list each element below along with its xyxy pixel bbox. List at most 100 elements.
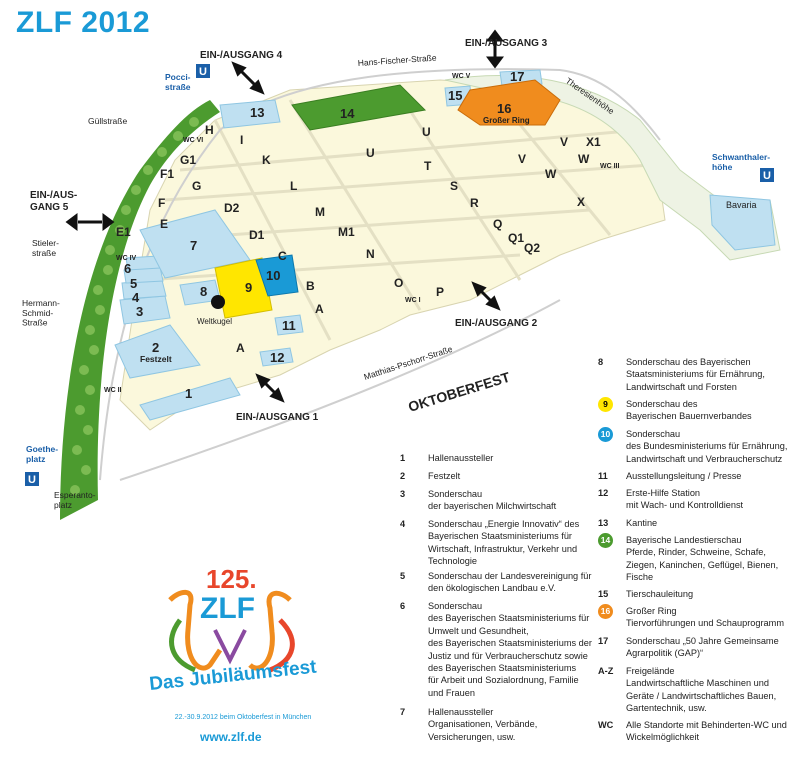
hall-14[interactable] xyxy=(291,84,427,131)
hall-15-number: 15 xyxy=(448,88,462,103)
legend-text: Sonderschau der Landesvereinigung für de… xyxy=(428,571,592,594)
legend-text: Großer Ring Tiervorführungen und Schaupr… xyxy=(626,606,784,629)
hall-3-number: 3 xyxy=(136,304,143,319)
legend-key: 8 xyxy=(598,357,604,367)
legend-key: A-Z xyxy=(598,666,614,676)
oktoberfest-label: OKTOBERFEST xyxy=(406,369,512,415)
legend-key: WC xyxy=(598,720,614,730)
logo-stroke-green xyxy=(169,618,197,673)
hall-16[interactable] xyxy=(457,79,561,126)
halls-group xyxy=(114,69,543,421)
legend-circle-9: 9 xyxy=(598,397,613,412)
area-R: R xyxy=(470,196,479,210)
entrance-3-label: EIN-/AUSGANG 3 xyxy=(465,38,548,49)
area-G1: G1 xyxy=(180,153,196,167)
legend-key: 6 xyxy=(400,601,406,611)
area-T: T xyxy=(424,159,432,173)
weltkugel-label: Weltkugel xyxy=(197,317,232,326)
area-C: C xyxy=(278,249,287,263)
hall-1-number: 1 xyxy=(185,386,192,401)
logo-name: ZLF xyxy=(200,592,255,625)
legend-text: Tierschauleitung xyxy=(626,589,694,599)
legend-text: Erste-Hilfe Station mit Wach- und Kontro… xyxy=(626,488,744,511)
legend-text: Sonderschau des Bayerischen Staatsminist… xyxy=(428,601,592,698)
street-hans-fischer: Hans-Fischer-Straße xyxy=(357,52,437,67)
area-X: X xyxy=(577,195,585,209)
ubahn-goetheplatz: U xyxy=(25,472,39,486)
hall-13[interactable] xyxy=(219,99,281,129)
area-E: E xyxy=(160,217,168,231)
hall-1[interactable] xyxy=(139,377,241,421)
ubahn-icon: U xyxy=(28,474,36,486)
entrance-5-label-b: GANG 5 xyxy=(30,202,69,213)
legend-circle-10: 10 xyxy=(598,427,613,442)
ubahn-icon: U xyxy=(199,66,207,78)
area-V-2: V xyxy=(560,135,568,149)
page-title: ZLF 2012 xyxy=(16,6,151,39)
area-letters: A A B C D1 D2 F E E1 F1 G G1 H I K L M M… xyxy=(116,123,601,355)
entrance-arrows xyxy=(65,29,504,403)
street-hermann-schmid: Hermann-Schmid-Straße xyxy=(22,298,60,328)
logo-cow-head-left xyxy=(168,589,223,671)
ubahn-icon: U xyxy=(763,170,771,182)
area-U-2: U xyxy=(422,125,431,139)
area-I: I xyxy=(240,133,243,147)
tree-belt xyxy=(60,100,220,520)
area-M1: M1 xyxy=(338,225,355,239)
area-D1: D1 xyxy=(249,228,265,242)
area-V: V xyxy=(518,152,526,166)
wc-i: WC I xyxy=(405,297,421,304)
legend-key: 4 xyxy=(400,519,406,529)
entrance-1-label: EIN-/AUSGANG 1 xyxy=(236,412,319,423)
hall-2[interactable] xyxy=(114,324,201,379)
bavaria-area xyxy=(709,194,776,251)
area-X1: X1 xyxy=(586,135,601,149)
street-guellstrasse: Güllstraße xyxy=(88,116,127,126)
area-Q: Q xyxy=(493,217,502,231)
wc-iv: WC IV xyxy=(116,255,137,262)
ubahn-schwanthalerhoehe: U xyxy=(760,168,774,182)
legend-key: 7 xyxy=(400,707,406,717)
area-D2: D2 xyxy=(224,201,240,215)
legend-text: Kantine xyxy=(626,518,658,528)
hall-8-number: 8 xyxy=(200,284,207,299)
legend-text: Sonderschau des Bayerischen Staatsminist… xyxy=(626,357,765,392)
legend-text: Ausstellungsleitung / Presse xyxy=(626,471,742,481)
hall-11[interactable] xyxy=(274,314,304,336)
matthias-pschorr-road xyxy=(119,299,561,481)
street-stielerstrasse: Stieler-straße xyxy=(32,238,59,258)
hall-7[interactable] xyxy=(139,209,251,279)
area-W-2: W xyxy=(578,152,590,166)
logo-horse-head-right xyxy=(248,590,292,671)
hall-2-name: Festzelt xyxy=(140,354,172,364)
wc-v: WC V xyxy=(452,73,471,80)
area-S: S xyxy=(450,179,458,193)
area-U: U xyxy=(366,146,375,160)
logo-slogan: Das Jubiläumsfest xyxy=(148,656,318,695)
hall-16-number: 16 xyxy=(497,101,511,116)
area-L: L xyxy=(290,179,297,193)
legend-text: Sonderschau „50 Jahre Gemeinsame Agrarpo… xyxy=(626,636,779,659)
area-G: G xyxy=(192,179,201,193)
legend-circle-16: 16 xyxy=(598,604,613,619)
area-Q2: Q2 xyxy=(524,241,540,255)
legend-key: 1 xyxy=(400,453,406,463)
wc-vi: WC VI xyxy=(183,137,203,144)
legend-key: 3 xyxy=(400,489,406,499)
hall-12-number: 12 xyxy=(270,350,284,365)
legend-key: 12 xyxy=(598,488,609,498)
area-K: K xyxy=(262,153,271,167)
legend-text: Freigelände Landwirtschaftliche Maschine… xyxy=(626,666,777,714)
hall-12[interactable] xyxy=(259,347,294,367)
hall-6-number: 6 xyxy=(124,261,131,276)
area-A: A xyxy=(315,302,324,316)
hall-10[interactable] xyxy=(255,254,299,297)
legend-key: 2 xyxy=(400,471,406,481)
hall-5-number: 5 xyxy=(130,276,137,291)
logo-number: 125. xyxy=(206,564,257,594)
legend-text: Alle Standorte mit Behinderten-WC und Wi… xyxy=(626,720,787,743)
weltkugel-marker xyxy=(211,295,225,309)
street-matthias-pschorr: Matthias-Pschorr-Straße xyxy=(363,344,454,382)
area-F1: F1 xyxy=(160,167,174,181)
